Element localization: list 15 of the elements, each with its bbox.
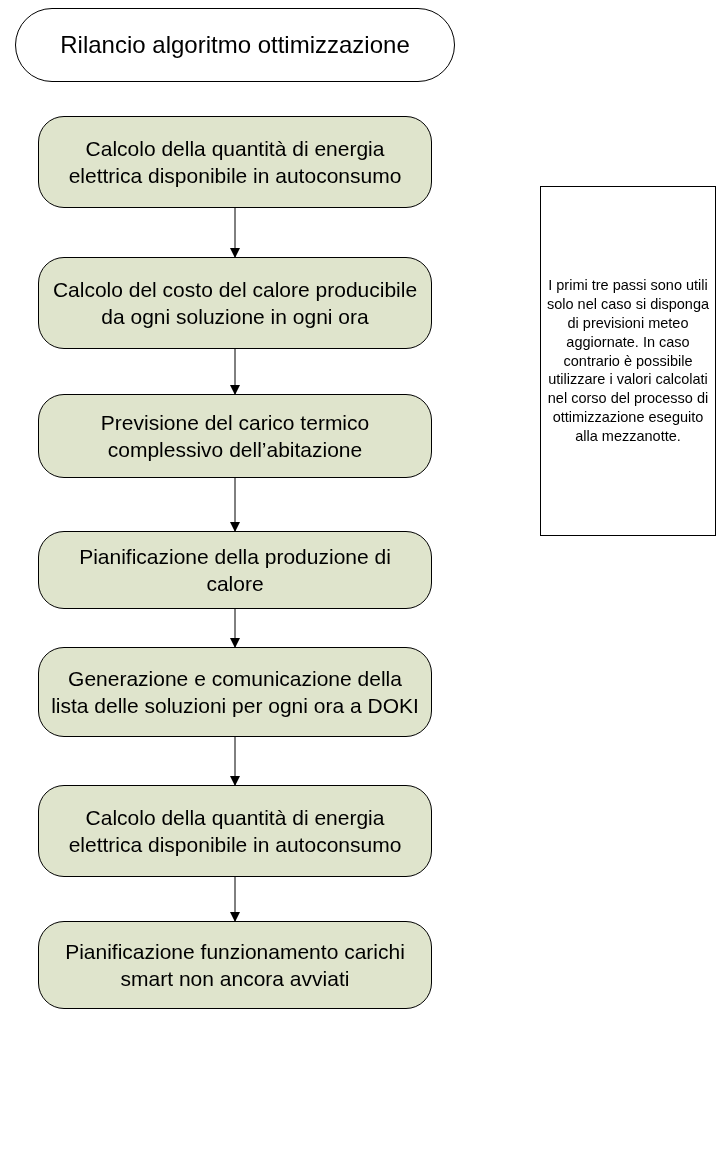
note-box: I primi tre passi sono utili solo nel caso si disponga di previsioni meteo aggiornate. In caso contrario è possibile utilizzare i valori calcolati nel corso del processo di ottimizzazione eseguito alla mezzanotte. [540,186,716,536]
arrow [230,348,240,395]
arrow [230,477,240,532]
process-box: Previsione del carico termico complessivo dell’abitazione [38,394,432,478]
process-box: Pianificazione funzionamento carichi smart non ancora avviati [38,921,432,1009]
arrow [230,207,240,258]
arrow [230,876,240,922]
process-box: Pianificazione della produzione di calore [38,531,432,609]
process-box: Calcolo della quantità di energia elettrica disponibile in autoconsumo [38,785,432,877]
process-box: Calcolo della quantità di energia elettrica disponibile in autoconsumo [38,116,432,208]
process-box: Generazione e comunicazione della lista delle soluzioni per ogni ora a DOKI [38,647,432,737]
terminator-shape: Rilancio algoritmo ottimizzazione [15,8,455,82]
process-box: Calcolo del costo del calore producibile da ogni soluzione in ogni ora [38,257,432,349]
arrow [230,608,240,648]
arrow [230,736,240,786]
